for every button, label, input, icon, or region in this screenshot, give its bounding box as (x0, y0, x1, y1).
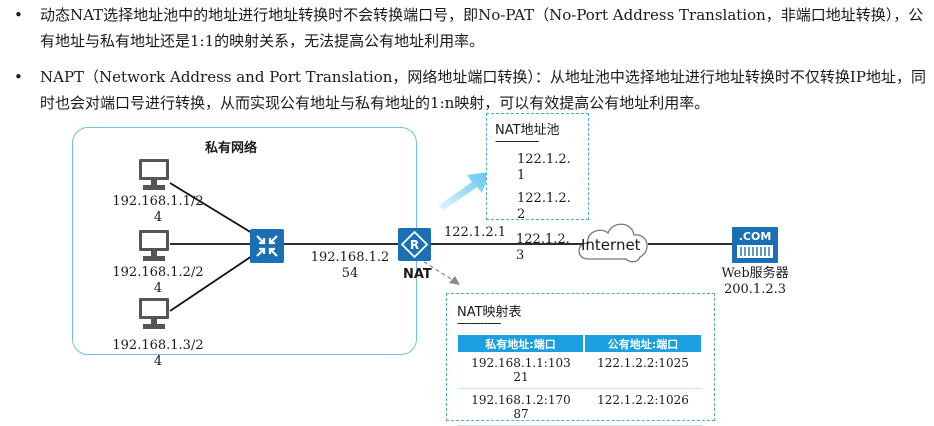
address-pool-divider: ------------- (495, 134, 539, 148)
table-header-row: 私有地址:端口 公有地址:端口 (458, 335, 703, 352)
pool-arrow-icon (438, 172, 490, 210)
switch-icon (250, 229, 284, 263)
nat-mapping-table: 私有地址:端口 公有地址:端口 192.168.1.1:103 21 122.1… (458, 335, 703, 426)
nat-public-ip-label: 122.1.2.1 (444, 225, 507, 240)
private-address-cell: 192.168.1.2:170 87 (458, 388, 584, 426)
gateway-ip-label: 192.168.1.2 54 (310, 250, 390, 281)
column-header: 公有地址:端口 (584, 335, 703, 352)
pool-address: 122.1.2. 2 (517, 191, 571, 222)
public-address-cell: 122.1.2.2:1025 (584, 352, 702, 389)
pc-icon (139, 298, 169, 329)
bullet-text: 动态NAT选择地址池中的地址进行地址转换时不会转换端口号，即No-PAT（No-… (40, 6, 924, 50)
column-header: 私有地址:端口 (458, 335, 585, 352)
pc-icon (139, 230, 169, 261)
bullet-marker: • (14, 6, 23, 24)
web-server-label: Web服务器 200.1.2.3 (721, 266, 789, 297)
internet-cloud-icon (578, 223, 648, 263)
address-pool-title: NAT地址池 (495, 123, 560, 138)
table-row: 192.168.1.1:103 21 122.1.2.2:1025 (458, 352, 702, 389)
private-address-cell: 192.168.1.1:103 21 (458, 352, 584, 389)
nat-label: NAT (403, 267, 432, 282)
host-3-ip-label: 192.168.1.3/2 4 (112, 338, 204, 369)
private-network-title: 私有网络 (205, 141, 258, 156)
public-address-cell: 122.1.2.2:1026 (584, 388, 702, 426)
mapping-table-divider: ------------- (457, 316, 501, 330)
nat-router-icon: R (398, 228, 431, 261)
bullet-marker: • (14, 68, 23, 86)
table-row: 192.168.1.2:170 87 122.1.2.2:1026 (458, 388, 702, 426)
mapping-table-title: NAT映射表 (457, 305, 522, 320)
web-server-icon-text: .COM (739, 230, 772, 243)
nat-mapping-box: NAT映射表 ------------- 私有地址:端口 公有地址:端口 192… (446, 293, 715, 426)
svg-text:R: R (410, 238, 419, 252)
host-2-ip-label: 192.168.1.2/2 4 (112, 265, 204, 296)
address-pool-box: NAT地址池 ------------- 122.1.2. 1 122.1.2.… (486, 113, 589, 222)
internet-label: Internet (581, 236, 641, 254)
bullet-text: NAPT（Network Address and Port Translatio… (40, 68, 926, 112)
pc-icon (139, 159, 169, 190)
pool-address: 122.1.2. 1 (517, 152, 571, 183)
pool-address: 122.1.2. 3 (516, 232, 570, 263)
host-1-ip-label: 192.168.1.1/2 4 (112, 194, 204, 225)
web-server-icon: .COM (732, 227, 778, 263)
